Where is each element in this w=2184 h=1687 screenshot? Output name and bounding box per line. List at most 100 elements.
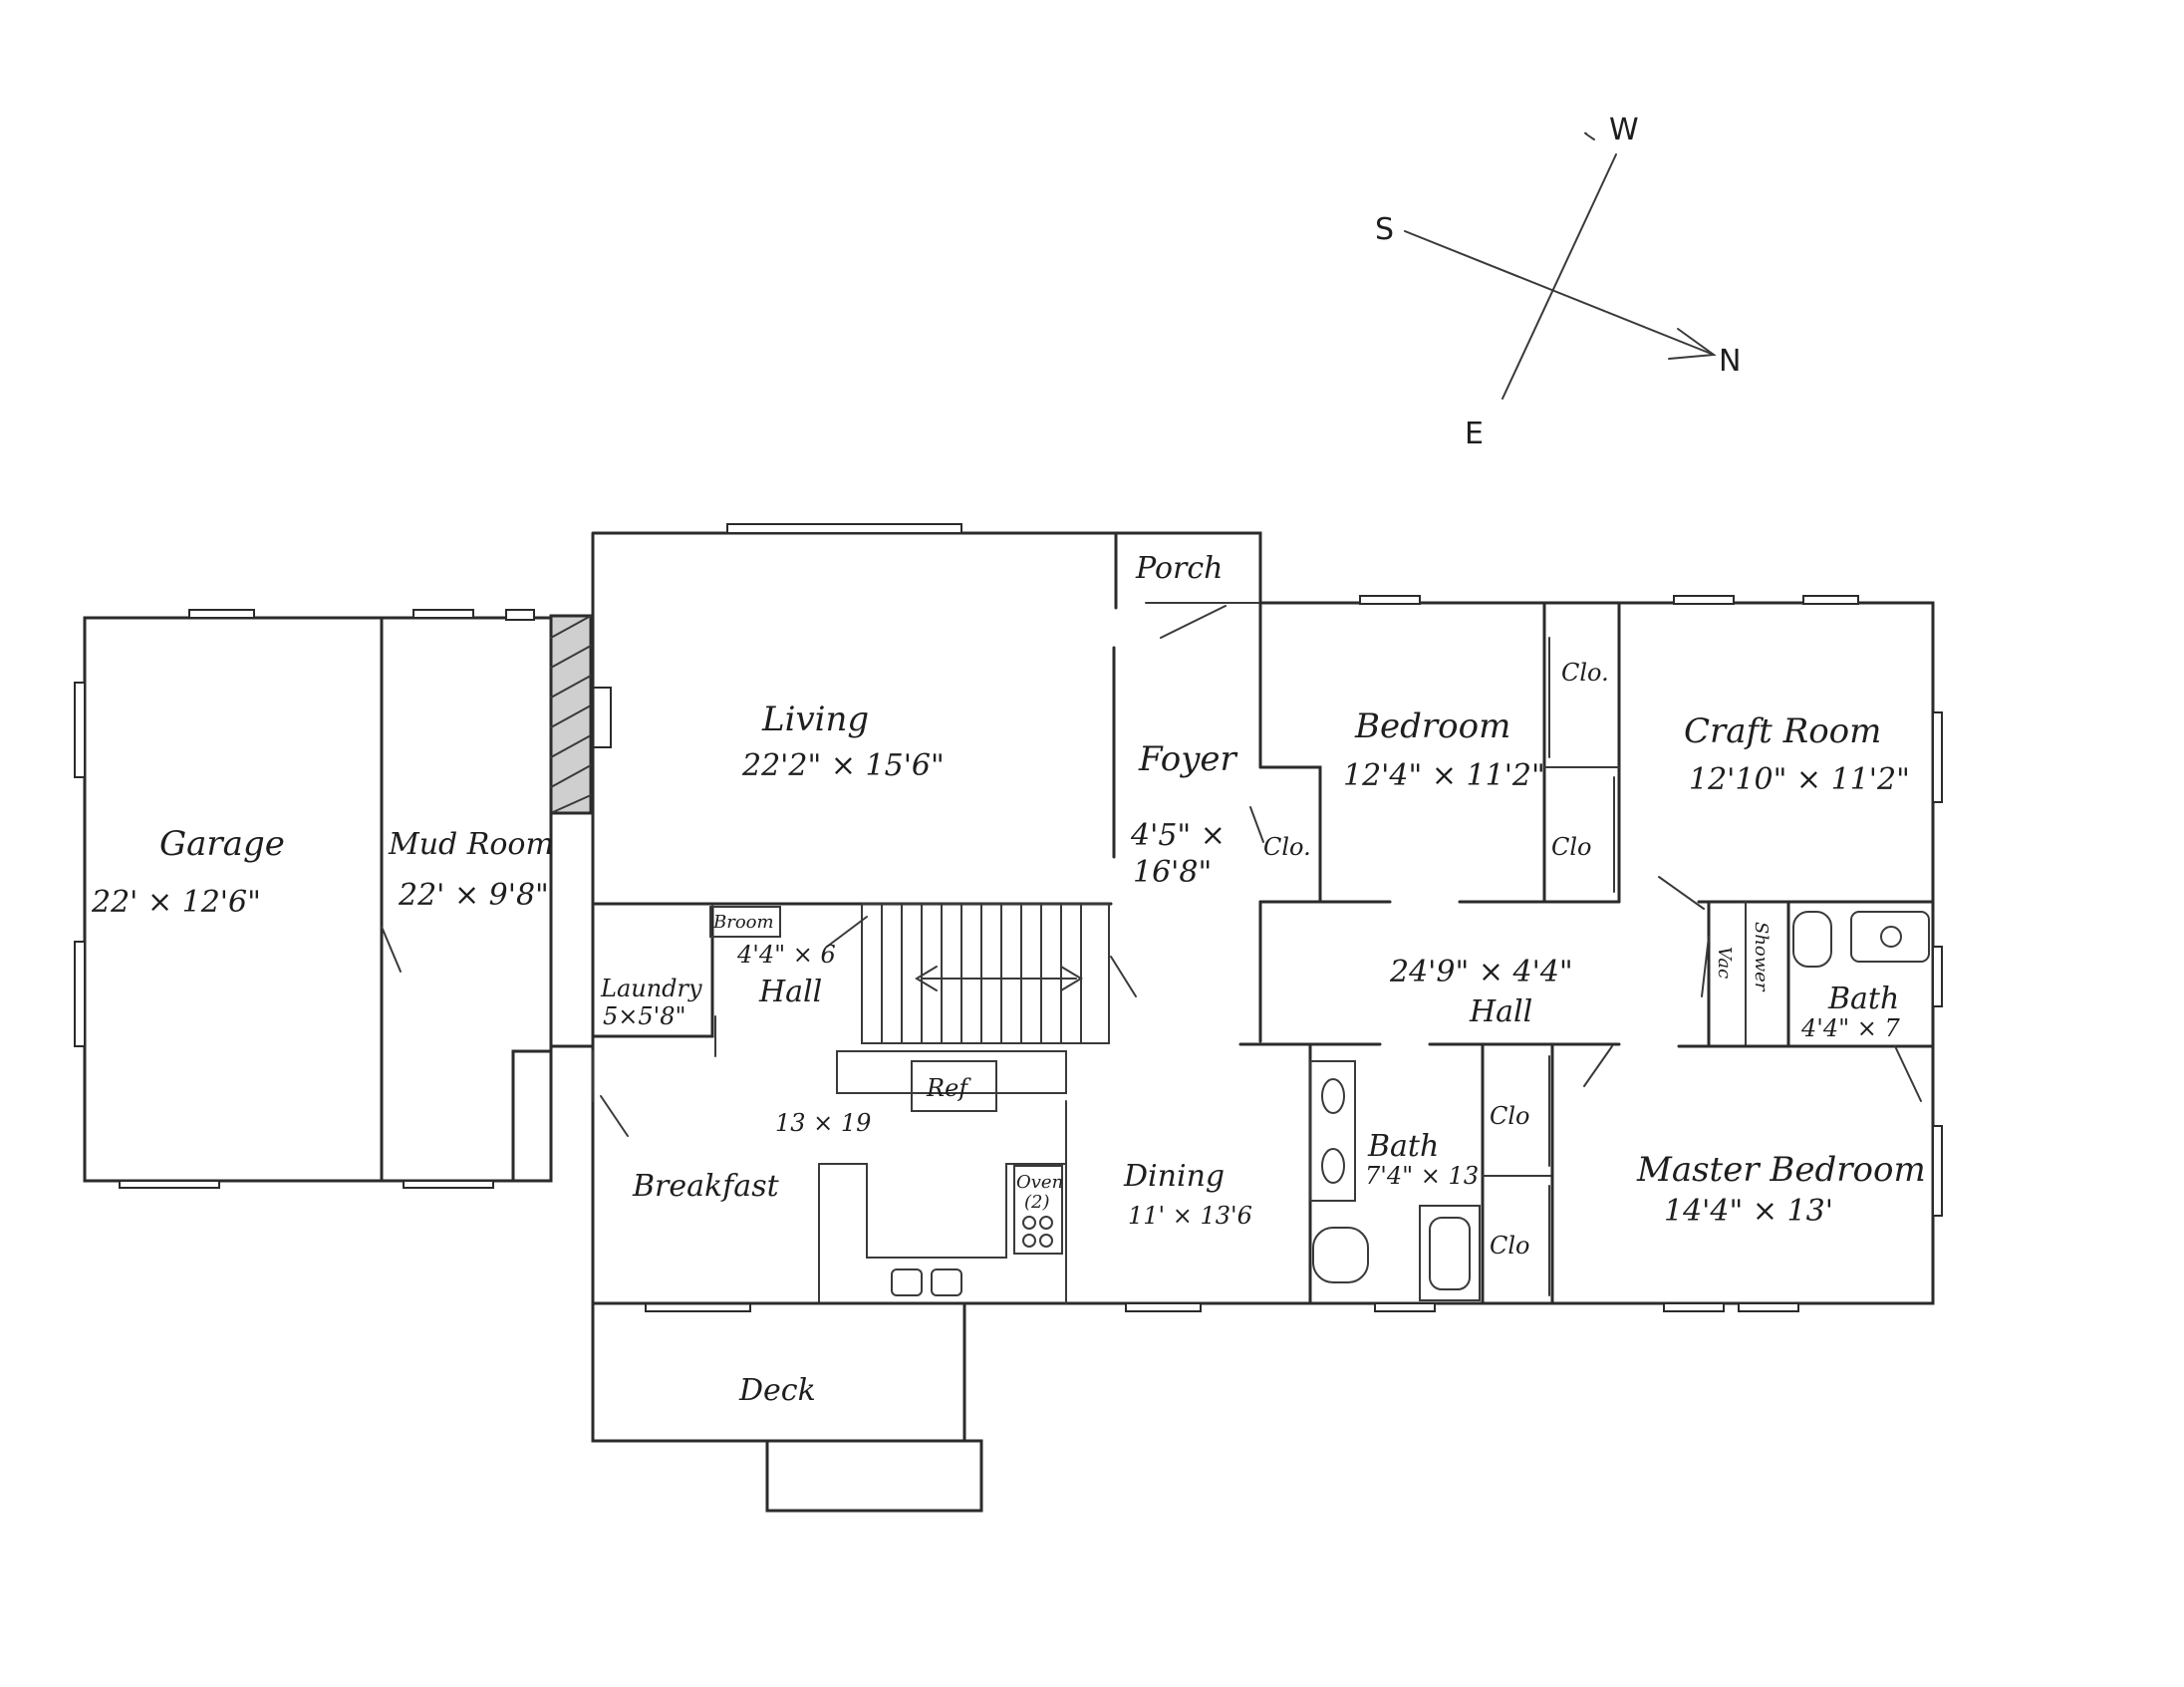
- deck-outline: [591, 1301, 966, 1443]
- foyer-closet-label: Clo.: [1263, 833, 1311, 861]
- staircase: [861, 903, 1110, 1044]
- oven-label: Oven: [1016, 1172, 1063, 1193]
- interior-walls: [591, 601, 1935, 1305]
- compass-west-label: W: [1609, 113, 1639, 147]
- bathtub-icon: [1429, 1217, 1471, 1290]
- refrigerator-label: Ref: [926, 1074, 971, 1102]
- toilet-icon: [1792, 911, 1832, 968]
- garage-window-left-2: [74, 941, 86, 1047]
- hallbath-vanity: [1309, 1060, 1356, 1202]
- porch-label: Porch: [1135, 551, 1224, 586]
- bathtub-outline: [1419, 1205, 1481, 1301]
- kitchen-dims: 13 × 19: [775, 1109, 871, 1137]
- bedroom-dims: 12'4" × 11'2": [1343, 758, 1545, 793]
- bath-door-swing: [1894, 1045, 1922, 1102]
- stair-arrow-right-icon: [1060, 966, 1083, 991]
- hall-bath-label: Bath: [1367, 1129, 1439, 1164]
- burner-icon: [1022, 1234, 1036, 1248]
- hall-bath-dims: 7'4" × 13: [1365, 1162, 1479, 1190]
- master-bath-label: Bath: [1827, 982, 1899, 1016]
- stair-treads: [881, 903, 1082, 1044]
- garage-label: Garage: [159, 824, 285, 864]
- vac-door: [1701, 936, 1710, 997]
- backhall-label: Hall: [758, 975, 822, 1009]
- dining-label: Dining: [1123, 1159, 1225, 1194]
- dining-window-bottom: [1125, 1302, 1202, 1312]
- craft-room-dims: 12'10" × 11'2": [1689, 762, 1910, 797]
- master-door-swing: [1583, 1045, 1613, 1087]
- foyer-closet-door: [1249, 806, 1264, 843]
- breakfast-label: Breakfast: [632, 1169, 780, 1204]
- foyer-dims-2: 16'8": [1133, 855, 1212, 890]
- craft-window-right: [1932, 711, 1943, 803]
- mudroom-vent: [505, 609, 535, 621]
- shower-label: Shower: [1751, 922, 1772, 992]
- oven-box: [1013, 1165, 1063, 1255]
- vac-label: Vac: [1714, 947, 1735, 979]
- garage-dims: 22' × 12'6": [91, 885, 261, 920]
- foyer-label: Foyer: [1138, 739, 1238, 779]
- main-hall-label: Hall: [1469, 994, 1532, 1029]
- laundry-dims: 5×5'8": [603, 1002, 686, 1030]
- living-window-top: [726, 523, 962, 534]
- bath-window-right: [1932, 946, 1943, 1007]
- garage-window-left-1: [74, 682, 86, 778]
- bedroom-closet-bottom-label: Clo: [1551, 833, 1592, 861]
- deck-label: Deck: [738, 1373, 816, 1408]
- breezeway-step: [511, 1049, 553, 1183]
- mudroom-window-top: [412, 609, 474, 619]
- mudroom-window-bottom: [403, 1180, 494, 1189]
- sink-bowl-icon: [1321, 1148, 1345, 1184]
- master-bedroom-dims: 14'4" × 13': [1664, 1194, 1833, 1229]
- craft-door-swing: [1658, 876, 1705, 910]
- garage-block: [74, 609, 612, 1189]
- burner-icon: [1039, 1216, 1053, 1230]
- hall-closet-bottom-label: Clo: [1490, 1232, 1530, 1260]
- front-door-swing: [1160, 605, 1227, 639]
- bedroom-closet-top-label: Clo.: [1561, 659, 1609, 687]
- main-hall-dims: 24'9" × 4'4": [1389, 955, 1573, 989]
- compass-sn-line: [1404, 230, 1715, 356]
- chimney-hatching: [550, 615, 592, 813]
- foyer-dims-1: 4'5" ×: [1130, 818, 1226, 853]
- breezeway-wall: [549, 811, 595, 1048]
- fireplace-hearth: [590, 687, 612, 748]
- burner-icon: [1039, 1234, 1053, 1248]
- mudroom-door-swing: [381, 926, 402, 973]
- hallbath-window-bottom: [1374, 1302, 1436, 1312]
- compass-we-line: [1502, 153, 1617, 400]
- compass-south-label: S: [1375, 212, 1394, 247]
- master-bath-dims: 4'4" × 7: [1800, 1014, 1901, 1042]
- sink-drain-icon: [1880, 926, 1902, 948]
- compass: N S E W: [1375, 113, 1741, 451]
- craft-room-label: Craft Room: [1684, 711, 1881, 751]
- hall-closet-top-label: Clo: [1490, 1102, 1530, 1130]
- garage-window-top: [188, 609, 255, 619]
- compass-tick-icon: [1584, 132, 1595, 141]
- stair-arrow-left-icon: [915, 966, 938, 991]
- sink-bowl-right: [931, 1268, 962, 1296]
- sink-bowl-icon: [1321, 1078, 1345, 1114]
- master-window-right: [1932, 1125, 1943, 1217]
- mudroom-dims: 22' × 9'8": [398, 878, 549, 913]
- living-label: Living: [761, 700, 869, 739]
- breakfast-door-swing: [600, 1095, 629, 1137]
- laundry-wall: [591, 905, 714, 1038]
- refrigerator-box: [911, 1060, 997, 1112]
- bedroom-window-top: [1359, 595, 1421, 605]
- master-window-bottom-1: [1663, 1302, 1725, 1312]
- laundry-label: Laundry: [600, 975, 702, 1002]
- oven-count: (2): [1024, 1192, 1050, 1213]
- compass-east-label: E: [1465, 417, 1484, 451]
- deck: [591, 1301, 983, 1513]
- compass-north-label: N: [1719, 344, 1741, 379]
- garage-window-bottom: [119, 1180, 220, 1189]
- mudroom-label: Mud Room: [388, 827, 554, 862]
- foyer-stair-door-swing: [1110, 956, 1137, 997]
- room-labels: Garage 22' × 12'6" Mud Room 22' × 9'8" L…: [91, 551, 1926, 1408]
- craft-window-top-2: [1802, 595, 1859, 605]
- craft-window-top-1: [1673, 595, 1735, 605]
- burner-icon: [1022, 1216, 1036, 1230]
- dining-dims: 11' × 13'6: [1128, 1202, 1252, 1230]
